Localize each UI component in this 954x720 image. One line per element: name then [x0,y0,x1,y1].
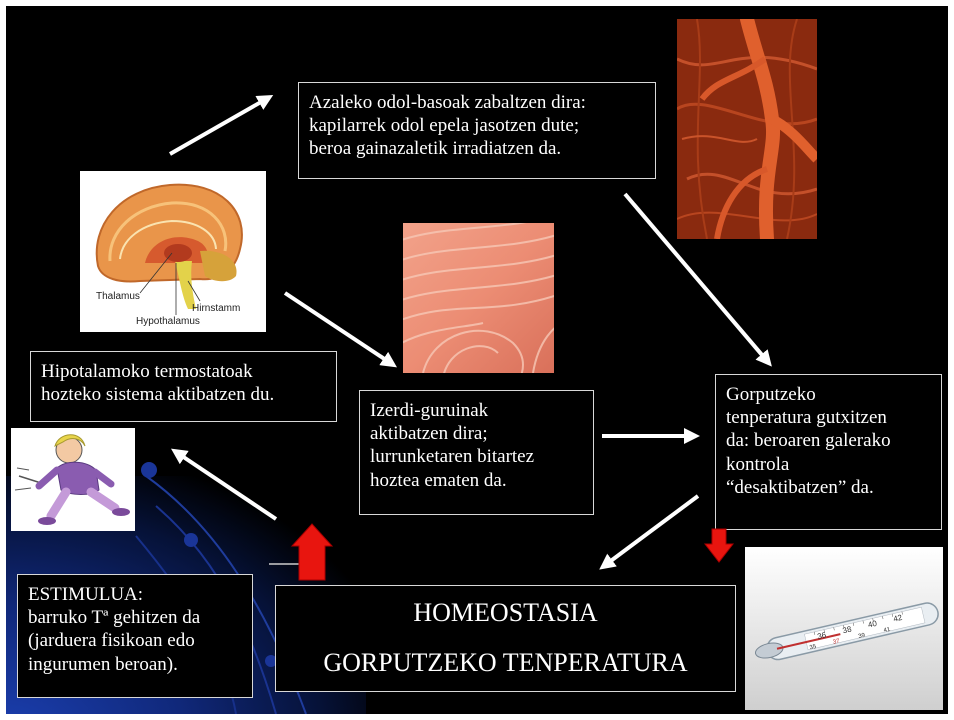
arrow-brain-to-vessels [170,98,268,154]
red-down-arrow [705,529,733,562]
slide: Thalamus Hypothalamus Hirnstamm [6,6,948,714]
arrow-temperature-to-homeostasis [604,496,698,566]
red-up-arrow [292,524,332,580]
arrow-to-hypothalamus [176,452,276,519]
arrow-vessels-to-temperature [625,194,768,362]
arrow-brain-to-sweat [285,293,392,364]
arrows-layer [6,6,948,714]
